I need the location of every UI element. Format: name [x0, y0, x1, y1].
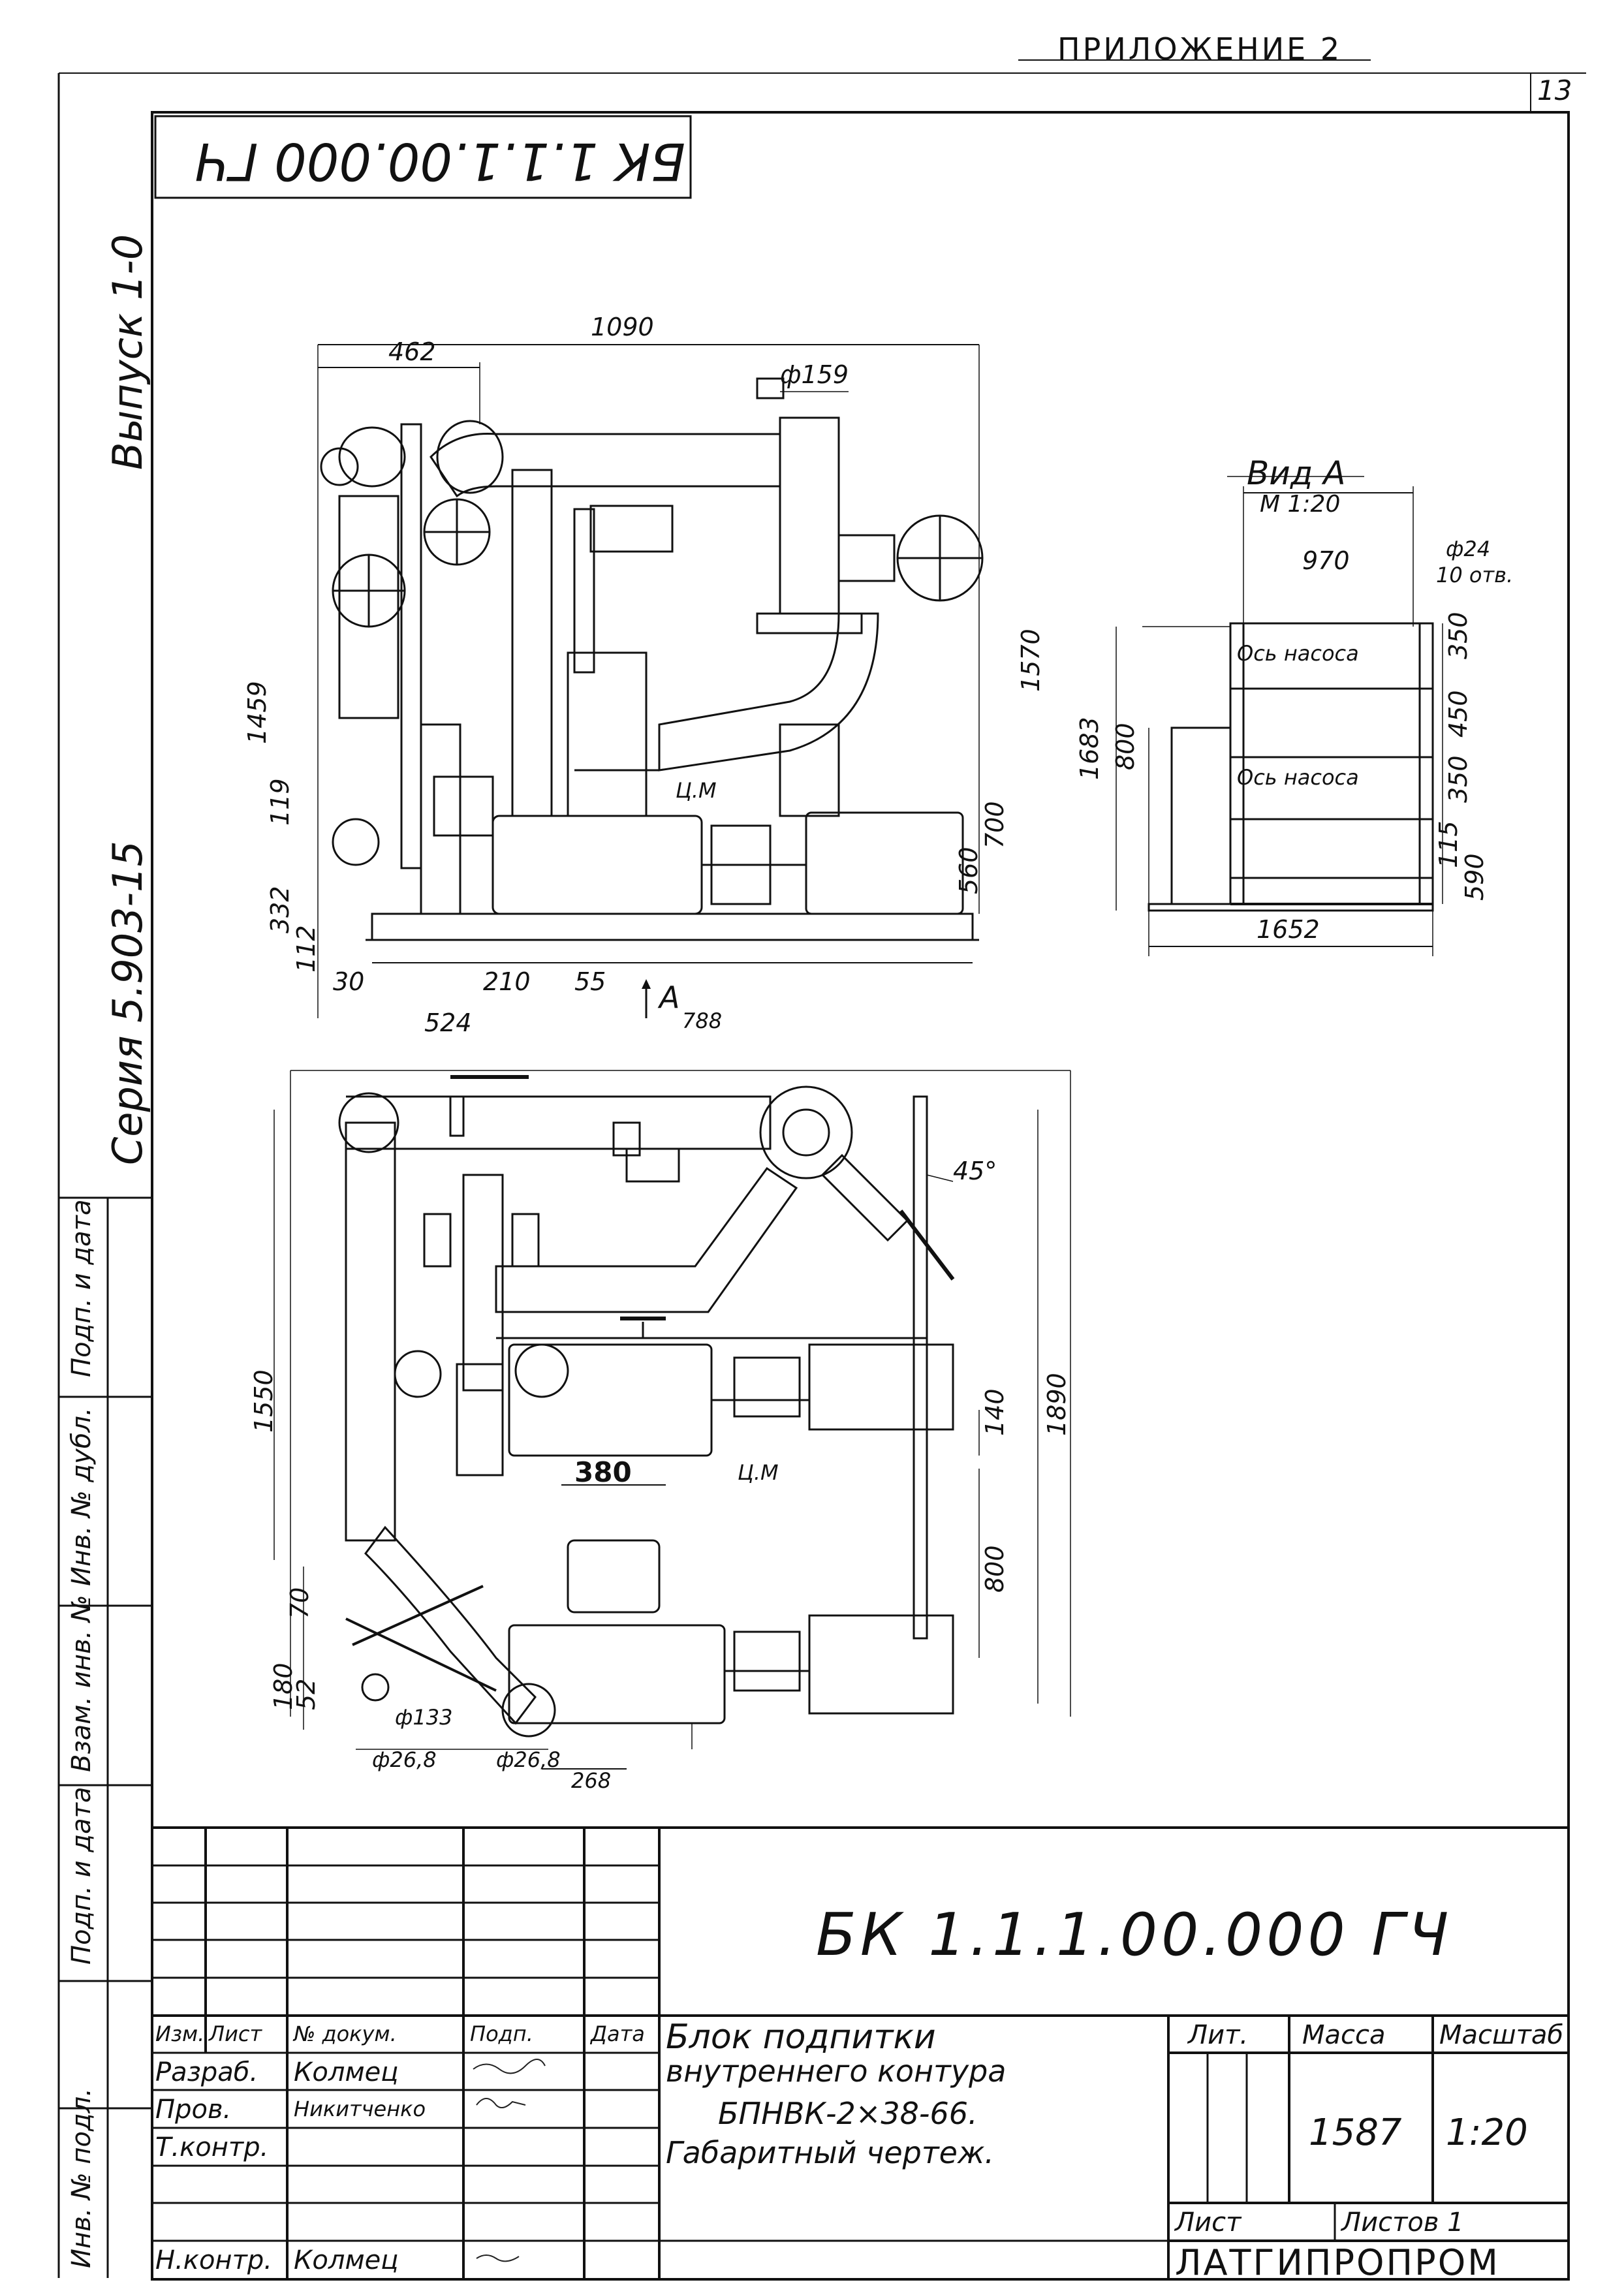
- dim-119: 119: [266, 778, 294, 826]
- dim-590: 590: [1460, 853, 1489, 901]
- col-izm: Изм.: [155, 2021, 205, 2046]
- sheets-label: Листов 1: [1341, 2207, 1464, 2238]
- dim-788: 788: [682, 1008, 723, 1033]
- dim-140: 140: [980, 1388, 1009, 1436]
- col-list: Лист: [209, 2021, 262, 2046]
- designation: БК 1.1.1.00.000 ГЧ: [816, 1901, 1453, 1969]
- col-sign: Подп.: [470, 2021, 533, 2046]
- dim-350-a: 350: [1444, 612, 1473, 659]
- pump-axis-2: Ось насоса: [1237, 765, 1359, 790]
- view-a-title: Вид А: [1247, 454, 1346, 492]
- dim-30: 30: [333, 967, 365, 996]
- organization: ЛАТГИПРОПРОМ: [1175, 2242, 1500, 2283]
- view-a-scale: М 1:20: [1260, 491, 1341, 518]
- dim-70: 70: [285, 1587, 314, 1619]
- sheet-label: Лист: [1175, 2207, 1241, 2238]
- row-name-1: Колмец: [294, 2057, 399, 2087]
- dim-462: 462: [388, 337, 436, 366]
- dim-133: ф133: [395, 1705, 453, 1730]
- row-role-3: Т.контр.: [155, 2132, 269, 2162]
- dim-1550: 1550: [249, 1369, 278, 1433]
- dim-1570: 1570: [1016, 629, 1045, 692]
- dim-1683: 1683: [1075, 717, 1104, 780]
- dim-560: 560: [954, 847, 983, 894]
- front-view-graphics: [317, 344, 984, 1018]
- margin-label-5: Инв. № подл.: [67, 2088, 97, 2268]
- dim-800-a: 800: [1111, 723, 1140, 770]
- col-lit: Лит.: [1188, 2020, 1249, 2050]
- name-line-4: Габаритный чертеж.: [666, 2135, 995, 2170]
- pump-axis-1: Ось насоса: [1237, 641, 1359, 666]
- dim-26-8-a: ф26,8: [372, 1747, 437, 1772]
- dim-55: 55: [574, 967, 606, 996]
- issue-label: Выпуск 1-0: [104, 234, 151, 470]
- dim-1652: 1652: [1257, 915, 1320, 944]
- mass-value: 1587: [1309, 2112, 1402, 2154]
- margin-label-1: Подп. и дата: [67, 1199, 97, 1377]
- dim-holes-count: 10 отв.: [1436, 563, 1514, 587]
- dim-52: 52: [292, 1678, 320, 1710]
- name-line-3: БПНВК-2×38-66.: [718, 2096, 978, 2131]
- dim-350-b: 350: [1444, 755, 1473, 803]
- view-a-graphics: [1116, 476, 1443, 956]
- dim-332: 332: [266, 886, 294, 933]
- series-label: Серия 5.903-15: [104, 841, 151, 1165]
- row-role-4: Н.контр.: [155, 2245, 272, 2275]
- dim-210: 210: [483, 967, 531, 996]
- appendix-label: ПРИЛОЖЕНИЕ 2: [1057, 31, 1343, 67]
- scale-value: 1:20: [1446, 2112, 1528, 2154]
- inner-frame: [151, 111, 1570, 2281]
- margin-label-4: Подп. и дата: [67, 1786, 97, 1965]
- dim-1890: 1890: [1042, 1373, 1071, 1436]
- dim-1459: 1459: [243, 681, 272, 744]
- dim-700: 700: [980, 801, 1009, 849]
- margin-label-3: Взам. инв. №: [67, 1595, 97, 1772]
- margin-label-2: Инв. № дубл.: [67, 1407, 97, 1586]
- dim-holes: ф24: [1446, 537, 1491, 561]
- dim-1090: 1090: [591, 313, 654, 341]
- dim-115: 115: [1434, 820, 1463, 868]
- cm-front: Ц.М: [676, 778, 717, 803]
- dim-159: ф159: [780, 360, 849, 389]
- dim-450: 450: [1444, 690, 1473, 738]
- view-a-mark: А: [659, 980, 680, 1015]
- dim-45deg: 45°: [953, 1157, 997, 1185]
- dim-800-plan: 800: [980, 1545, 1009, 1593]
- dim-970: 970: [1302, 546, 1350, 575]
- col-date: Дата: [591, 2021, 645, 2046]
- name-line-2: внутреннего контура: [666, 2053, 1007, 2089]
- row-role-2: Пров.: [155, 2095, 232, 2125]
- row-name-4: Колмец: [294, 2245, 399, 2275]
- sheet-number: 13: [1537, 74, 1572, 106]
- dim-268: 268: [571, 1768, 612, 1793]
- mirrored-stamp: БК 1.1.1.00.000 ГЧ: [195, 131, 685, 190]
- name-line-1: Блок подпитки: [666, 2018, 936, 2057]
- dim-112: 112: [292, 925, 320, 973]
- row-name-2: Никитченко: [294, 2097, 426, 2121]
- row-role-1: Разраб.: [155, 2057, 258, 2087]
- dim-380: 380: [574, 1456, 632, 1488]
- col-doc: № докум.: [294, 2021, 397, 2046]
- dim-524: 524: [424, 1008, 472, 1037]
- col-mass: Масса: [1302, 2020, 1386, 2050]
- plan-view-graphics: [273, 1070, 1071, 1770]
- col-scale: Масштаб: [1439, 2020, 1564, 2050]
- cm-plan: Ц.М: [738, 1460, 779, 1485]
- title-block-graphics: [152, 1826, 1569, 2279]
- dim-26-8-b: ф26,8: [496, 1747, 561, 1772]
